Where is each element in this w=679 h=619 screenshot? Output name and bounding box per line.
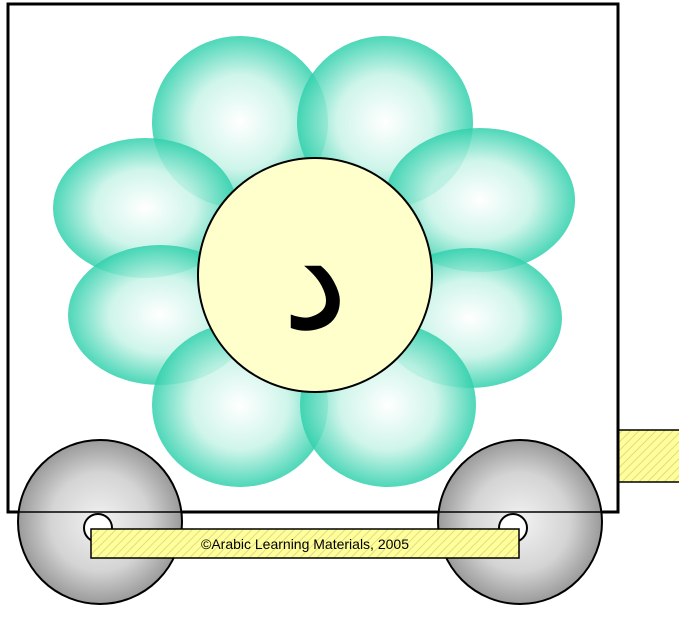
flower-center <box>197 157 433 393</box>
petal <box>385 128 575 272</box>
arabic-letter: د <box>281 190 349 364</box>
coupling-connector <box>617 429 679 483</box>
copyright-text: ©Arabic Learning Materials, 2005 <box>201 535 409 552</box>
caption-bar <box>90 528 520 559</box>
wheel-icon <box>17 439 603 605</box>
petal <box>53 138 237 278</box>
flower-icon <box>53 36 575 487</box>
